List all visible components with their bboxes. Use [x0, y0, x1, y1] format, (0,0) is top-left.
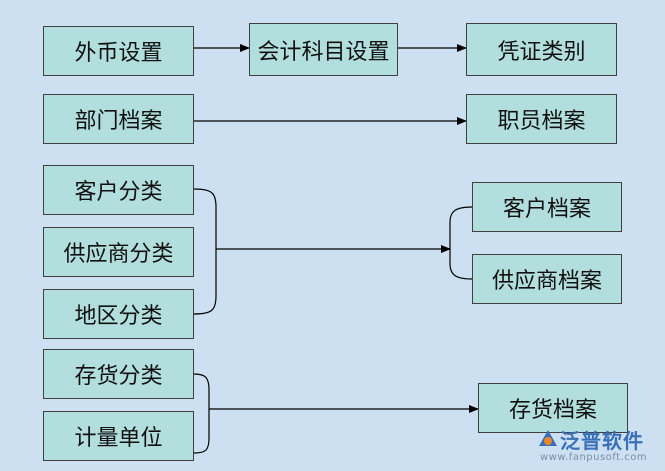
fanpusoft-logo: 泛普软件 www.fanpusoft.com [534, 422, 662, 468]
brace-group-archives [449, 206, 473, 280]
node-staff-archive: 职员档案 [466, 94, 617, 144]
node-department-archive: 部门档案 [43, 94, 194, 144]
node-inventory-archive: 存货档案 [478, 383, 628, 433]
node-region-category: 地区分类 [43, 289, 194, 339]
node-account-subjects: 会计科目设置 [249, 23, 398, 76]
node-voucher-types: 凭证类别 [466, 23, 617, 76]
node-supplier-archive: 供应商档案 [472, 254, 622, 304]
brace-group-inventory [193, 373, 210, 454]
node-customer-archive: 客户档案 [472, 182, 622, 232]
logo-mark-icon [539, 430, 557, 446]
brace-group-categories [193, 188, 217, 315]
node-supplier-category: 供应商分类 [43, 227, 194, 277]
node-foreign-currency: 外币设置 [43, 26, 194, 76]
logo-url: www.fanpusoft.com [540, 452, 648, 463]
node-customer-category: 客户分类 [43, 165, 194, 215]
logo-name: 泛普软件 [560, 429, 644, 453]
node-measurement-unit: 计量单位 [43, 411, 194, 461]
node-inventory-category: 存货分类 [43, 349, 194, 399]
